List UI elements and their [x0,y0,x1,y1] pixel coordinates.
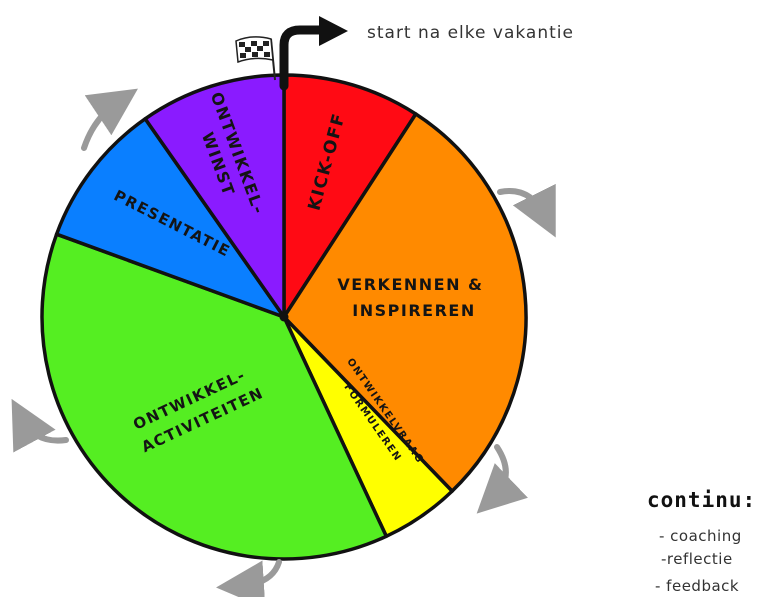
cycle-arrow-icon [497,183,556,238]
start-arrow [279,25,328,91]
cycle-arrow-icon [216,559,282,597]
checkered-flag-icon [235,36,276,81]
continu-item-coaching: - coaching [659,527,742,545]
cycle-arrows [11,88,556,597]
segment-kick-off [282,73,418,319]
cycle-wheel [40,73,528,561]
start-arrowhead-icon [319,16,348,46]
continu-item-feedback: - feedback [655,577,739,595]
cycle-arrow-icon [476,444,528,514]
cycle-arrow-icon [11,398,69,453]
label-verkennen-inspireren: VERKENNEN & INSPIREREN [337,275,490,320]
continu-item-reflectie: -reflectie [661,550,733,568]
segment-presentatie [54,117,286,319]
segment-ontwikkel-activiteiten [40,232,389,561]
segment-verkennen-inspireren [282,112,528,493]
continu-title: continu: [647,488,756,512]
cycle-arrow-icon [81,88,138,151]
segment-ontwikkel-winst [143,73,286,319]
wheel-center-dot [279,312,289,322]
start-label: start na elke vakantie [367,23,574,43]
